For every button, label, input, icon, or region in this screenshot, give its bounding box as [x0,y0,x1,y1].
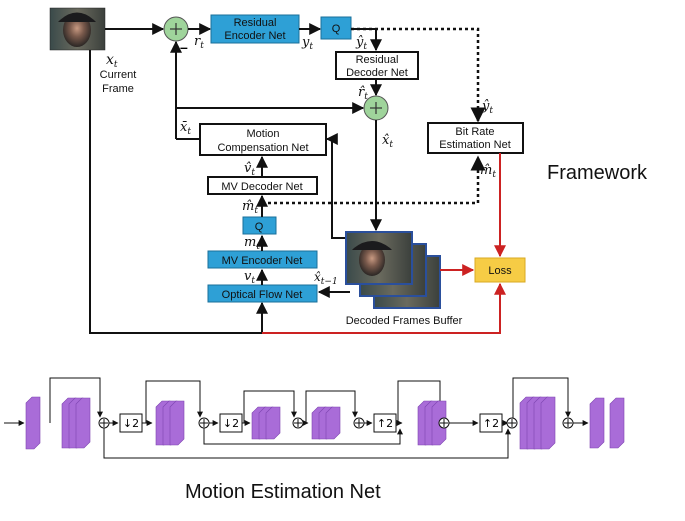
minus-sign: – [180,39,188,55]
skip-connection [145,380,203,423]
mv-decoder-label: MV Decoder Net [221,181,302,193]
motion-compensation-label-1: Motion [246,128,279,140]
mhat-to-bitrate-dotted [262,155,486,205]
downsample-op-label: ↓2 [123,417,139,430]
frame-to-loss-arrow [262,282,506,334]
xt-label: xt [106,52,118,70]
residual-encoder-label-2: Encoder Net [224,30,285,42]
conv-layer [25,396,41,450]
current-frame-image [49,7,106,51]
buffer-to-mc-arrow [325,133,346,239]
yhat-bitrate-label: ŷt [481,99,493,116]
bit-rate-block [427,122,524,154]
bit-rate-label-2: Estimation Net [439,139,511,151]
motion-compensation-label-2: Compensation Net [217,142,308,154]
rt-label: rt [194,34,204,51]
upsample-op-label: ↑2 [377,417,393,430]
skip-connection [243,390,297,423]
mt-label: mt [244,235,260,252]
yt-label: yt [301,35,313,52]
skip-connection [512,377,571,423]
mhat-bitrate-label: m̂t [480,163,496,180]
vt-label: vt [244,269,255,286]
optical-flow-label: Optical Flow Net [222,289,303,301]
conv-layer [609,397,625,449]
motion-compensation-block [199,123,327,156]
quantizer-mid-block [242,216,277,235]
skip-connection [49,377,103,423]
framework-title: Framework [547,162,648,184]
yhat-to-bitrate-dotted [351,27,486,123]
mhat-label: m̂t [242,199,258,216]
conv-layer [540,396,556,450]
loss-block [474,257,526,283]
buffer-caption: Decoded Frames Buffer [346,315,463,327]
yhat-label: ŷt [355,35,367,52]
residual-decoder-block [335,51,419,80]
long-skip-connection [203,428,403,445]
bit-rate-label-1: Bit Rate [455,126,494,138]
frame-to-flow-arrow [89,50,268,334]
quantizer-top-label: Q [332,23,341,35]
mv-encoder-label: MV Encoder Net [222,255,303,267]
conv-layer [265,406,281,440]
rhat-label: r̂t [358,85,368,102]
residual-adder [163,16,189,42]
xhat-prev-label: x̂t−1 [314,270,338,287]
current-frame-caption-1: Current [100,69,137,81]
xbar-to-adder-arrow [175,102,365,114]
decoded-frames-buffer [345,231,441,309]
motion-estimation-title: Motion Estimation Net [185,481,381,503]
residual-encoder-label-1: Residual [234,17,277,29]
skip-connection [305,390,358,423]
skip-connection [397,380,443,423]
conv-layer [169,400,185,446]
motion-estimation-net: ↓2 ↓2 ↑2 ↑2 [4,377,625,459]
xhat-label: x̂t [382,133,393,150]
residual-decoder-label-1: Residual [356,54,399,66]
loss-label: Loss [488,265,512,277]
vhat-label: v̂t [244,161,255,178]
xbar-label: x̄t [180,120,191,137]
upsample-op-label: ↑2 [483,417,499,430]
conv-layer [325,406,341,440]
conv-layer [589,397,605,449]
conv-layer [75,397,91,449]
current-frame-caption-2: Frame [102,83,134,95]
long-skip-connection [103,428,511,459]
downsample-op-label: ↓2 [223,417,239,430]
residual-decoder-label-2: Decoder Net [346,67,408,79]
quantizer-mid-label: Q [255,221,264,233]
reconstruction-adder [363,95,389,121]
